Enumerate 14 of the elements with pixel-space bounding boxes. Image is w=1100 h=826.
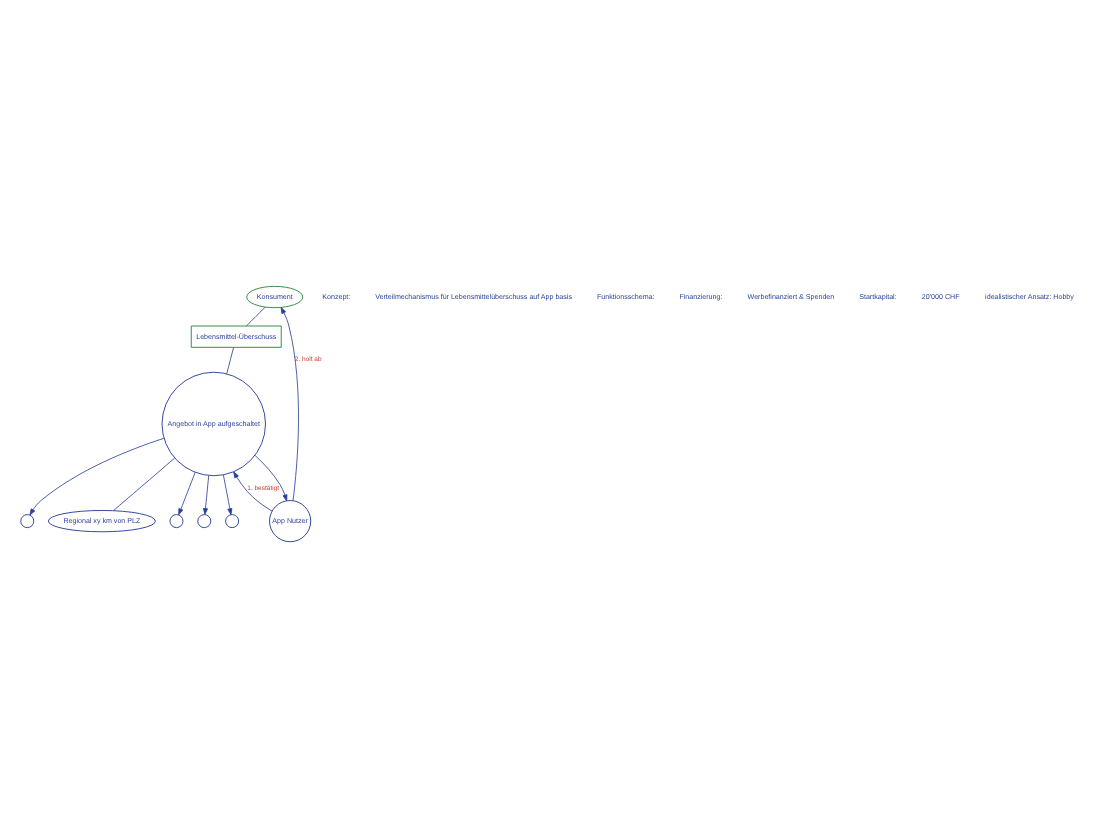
arrow bbox=[203, 474, 210, 514]
arrow bbox=[233, 470, 273, 511]
node-circle bbox=[197, 513, 212, 528]
node-circle bbox=[169, 513, 184, 528]
node-circle bbox=[225, 513, 240, 528]
arrow bbox=[178, 471, 196, 515]
node-circle bbox=[20, 513, 35, 528]
connector bbox=[246, 305, 266, 326]
arrow bbox=[254, 453, 288, 501]
arrow bbox=[223, 473, 233, 515]
connector bbox=[113, 456, 176, 510]
arrow bbox=[29, 436, 165, 515]
connector bbox=[226, 346, 234, 374]
arrow bbox=[280, 306, 299, 500]
